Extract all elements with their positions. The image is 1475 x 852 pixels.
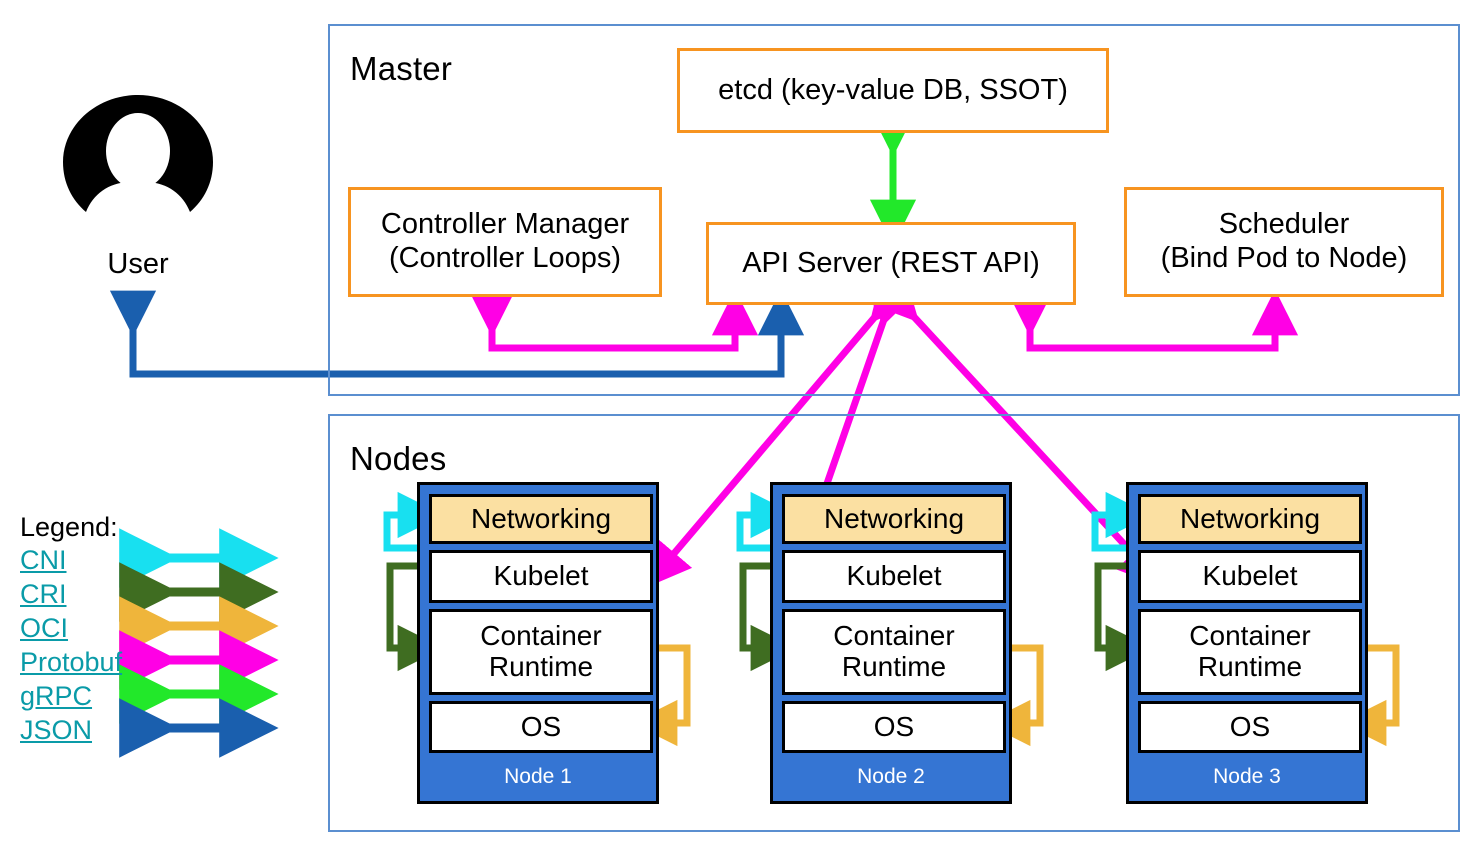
legend-item-grpc[interactable]: gRPC: [20, 681, 93, 711]
legend-item-json[interactable]: JSON: [20, 715, 93, 745]
node-3-kubelet[interactable]: Kubelet: [1138, 550, 1362, 603]
api-server-label: API Server (REST API): [742, 246, 1040, 279]
nodes-group-title: Nodes: [350, 440, 447, 477]
master-group: [328, 24, 1460, 396]
node-1-os-label: OS: [520, 710, 562, 742]
node-2-kubelet-label: Kubelet: [846, 560, 942, 592]
legend-item-protobuf[interactable]: Protobuf: [20, 647, 123, 677]
node-1-kubelet[interactable]: Kubelet: [429, 550, 653, 603]
node-3-os-label: OS: [1229, 710, 1271, 742]
node-2-kubelet[interactable]: Kubelet: [782, 550, 1006, 603]
node-2-networking-label: Networking: [823, 502, 965, 534]
legend-item-cri[interactable]: CRI: [20, 579, 67, 609]
legend-title: Legend:: [20, 512, 118, 542]
scheduler-line2: (Bind Pod to Node): [1160, 242, 1408, 274]
nodes-group: [328, 414, 1460, 832]
controller-manager-line1: Controller Manager: [380, 208, 630, 241]
node-2-name: Node 2: [857, 765, 925, 788]
node-3-networking-label: Networking: [1179, 502, 1321, 534]
user-label: User: [107, 248, 169, 280]
node-1-os[interactable]: OS: [429, 701, 653, 753]
node-1-networking-label: Networking: [470, 502, 612, 534]
node-3-name: Node 3: [1213, 765, 1281, 788]
legend-item-oci[interactable]: OCI: [20, 613, 69, 643]
node-3-os[interactable]: OS: [1138, 701, 1362, 753]
etcd-box[interactable]: etcd (key-value DB, SSOT): [677, 48, 1109, 133]
scheduler-line1: Scheduler: [1218, 208, 1350, 241]
user-avatar-icon: [63, 95, 213, 212]
legend-item-cni[interactable]: CNI: [20, 545, 67, 575]
master-group-title: Master: [350, 50, 453, 87]
controller-manager-line2: (Controller Loops): [388, 242, 622, 274]
node-1-networking[interactable]: Networking: [429, 494, 653, 544]
node-3-kubelet-label: Kubelet: [1202, 560, 1298, 592]
node-2-os-label: OS: [873, 710, 915, 742]
node-1-name: Node 1: [504, 765, 572, 788]
node-3-networking[interactable]: Networking: [1138, 494, 1362, 544]
controller-manager-box[interactable]: Controller Manager (Controller Loops): [348, 187, 662, 297]
node-2-networking[interactable]: Networking: [782, 494, 1006, 544]
node-2-os[interactable]: OS: [782, 701, 1006, 753]
api-server-box[interactable]: API Server (REST API): [706, 222, 1076, 305]
scheduler-box[interactable]: Scheduler (Bind Pod to Node): [1124, 187, 1444, 297]
node-1-kubelet-label: Kubelet: [493, 560, 589, 592]
etcd-label: etcd (key-value DB, SSOT): [718, 73, 1068, 106]
